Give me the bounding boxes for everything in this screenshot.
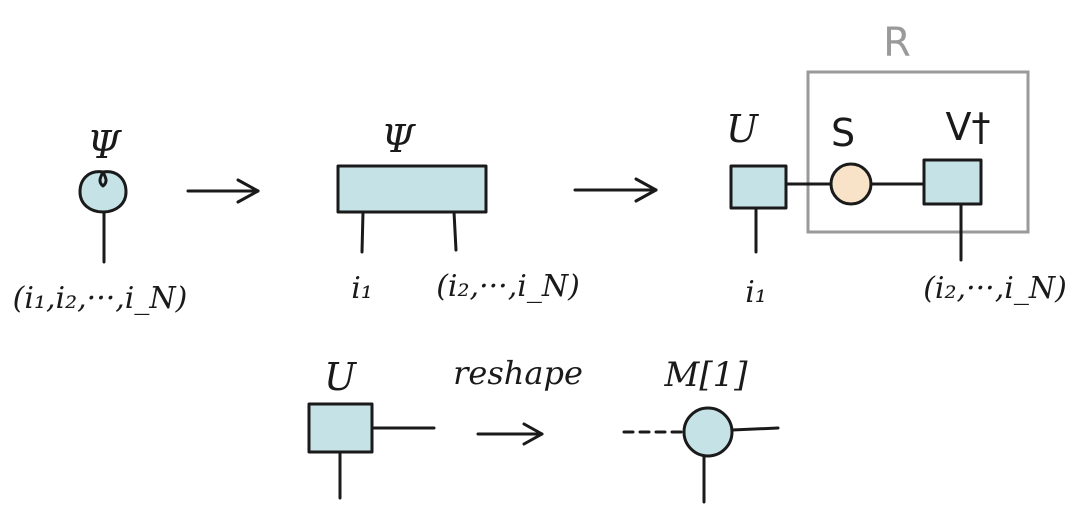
psi-matrix-row-index: i₁	[351, 271, 373, 306]
reshape-arrow	[476, 422, 544, 446]
psi-node-group: Ψ (i₁,i₂,···,i_N)	[13, 123, 188, 316]
psi-node-index: (i₁,i₂,···,i_N)	[13, 281, 188, 316]
psi-matrix-leg-col	[452, 210, 458, 252]
psi-matrix-col-index: (i₂,···,i_N)	[436, 269, 580, 304]
psi-matrix-leg-row	[360, 210, 365, 254]
psi-matrix-group: Ψ i₁ (i₂,···,i_N)	[336, 117, 580, 306]
psi-matrix-box	[336, 164, 488, 214]
reshape-m-node	[682, 406, 734, 458]
svd-u-index: i₁	[745, 275, 767, 310]
reshape-m-right-bond	[730, 426, 780, 432]
psi-node-label: Ψ	[87, 123, 122, 167]
reshape-u-label: U	[324, 355, 358, 399]
svd-r-box	[806, 70, 1030, 234]
svd-v-index: (i₂,···,i_N)	[923, 271, 1067, 306]
arrow-1	[186, 178, 260, 204]
reshape-u-box	[307, 402, 374, 454]
svd-u-label: U	[726, 107, 760, 151]
reshape-m-label: M[1]	[664, 355, 749, 395]
reshape-group: U reshape M[1]	[307, 354, 780, 504]
svd-v-box	[922, 158, 983, 206]
svd-s-label: S	[831, 111, 855, 155]
svd-r-label: R	[883, 20, 911, 66]
psi-matrix-label: Ψ	[381, 117, 416, 161]
reshape-word: reshape	[453, 354, 583, 392]
svd-group: R U S V† i₁ (i₂,···,i_N)	[726, 20, 1067, 310]
psi-node	[78, 170, 128, 214]
svd-u-box	[729, 164, 788, 210]
arrow-2	[573, 177, 658, 203]
svd-s-node	[829, 162, 873, 206]
svd-vdag-label: V†	[946, 105, 991, 149]
